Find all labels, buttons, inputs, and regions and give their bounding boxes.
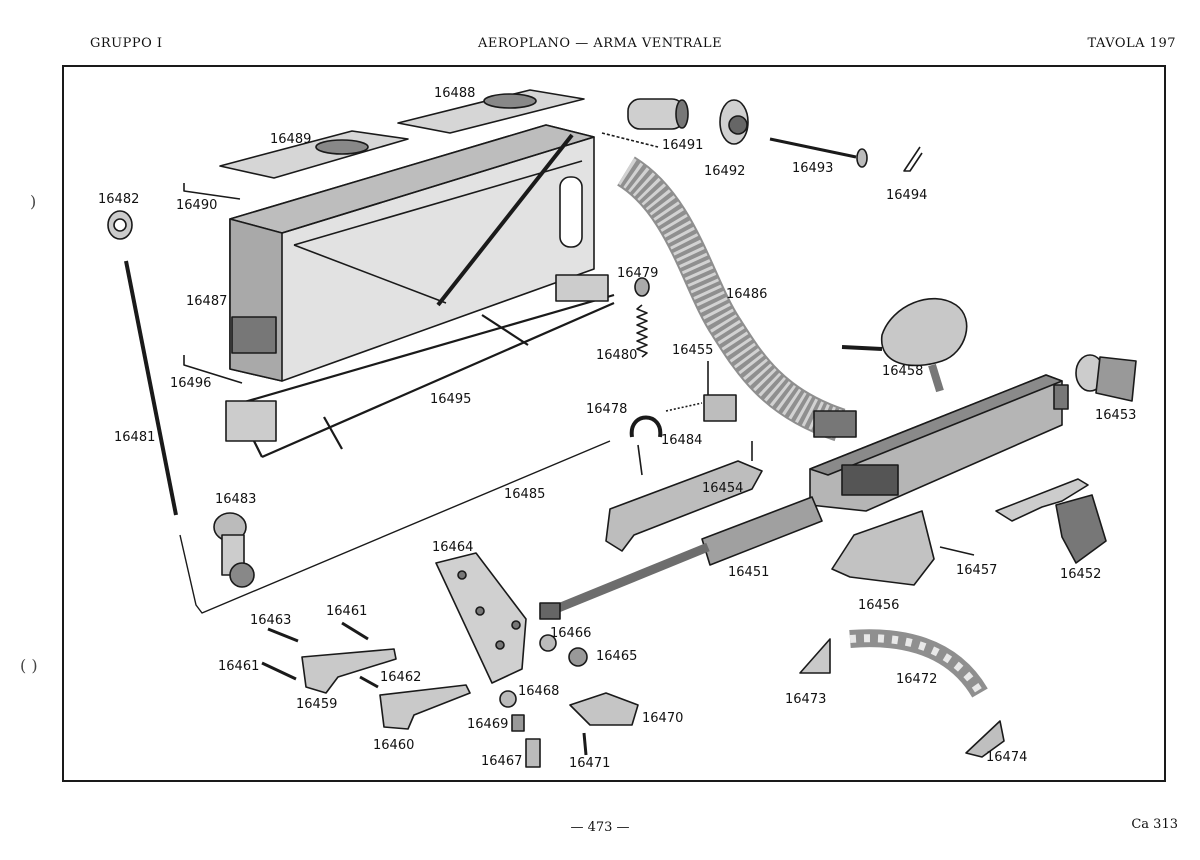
part-label: 16467	[481, 754, 523, 769]
fitting-16470	[569, 692, 639, 726]
long-rod-16481	[124, 260, 178, 516]
harness-16458	[841, 297, 968, 393]
part-label: 16472	[896, 672, 938, 687]
part-label: 16495	[430, 392, 472, 407]
scan-mark-bottom: ( )	[20, 656, 38, 675]
lid-plate-left	[219, 130, 409, 179]
part-label: 16459	[296, 697, 338, 712]
mount-16454	[605, 441, 763, 552]
part-label: 16470	[642, 711, 684, 726]
part-label: 16471	[569, 756, 611, 771]
part-label: 16492	[704, 164, 746, 179]
pin-16467	[525, 738, 541, 768]
part-label: 16462	[380, 670, 422, 685]
part-label: 16481	[114, 430, 156, 445]
exploded-parts-drawing	[107, 89, 1137, 768]
part-label: 16460	[373, 738, 415, 753]
part-label: 16487	[186, 294, 228, 309]
part-label: 16479	[617, 266, 659, 281]
part-label: 16469	[467, 717, 509, 732]
grip-16453	[1075, 354, 1137, 402]
bolt-16471	[582, 732, 588, 756]
screw-16484	[665, 402, 703, 412]
bent-rod-16490	[183, 183, 241, 200]
part-label: 16454	[702, 481, 744, 496]
handle-16452	[995, 478, 1107, 564]
pin-16494	[903, 146, 923, 172]
ammunition-box	[229, 124, 595, 382]
plate-frame	[62, 65, 1166, 782]
scan-mark-top: )	[30, 192, 37, 211]
part-label: 16480	[596, 348, 638, 363]
bushing-16466	[539, 634, 557, 652]
part-label: 16461	[326, 604, 368, 619]
box-carrier-frame	[225, 274, 615, 459]
bent-rod-16496	[183, 355, 243, 384]
machine-gun-16451	[539, 374, 1069, 620]
bracket-16459	[301, 648, 397, 694]
spring-16480	[636, 304, 648, 358]
part-label: 16455	[672, 343, 714, 358]
nut-16479	[634, 277, 650, 297]
bracket-16474	[965, 720, 1005, 758]
washer-16469	[511, 714, 525, 732]
part-label: 16464	[432, 540, 474, 555]
part-label: 16457	[956, 563, 998, 578]
part-label: 16484	[661, 433, 703, 448]
bushing-16465	[568, 647, 588, 667]
clamp-16482	[107, 210, 133, 240]
bolt-16493	[769, 137, 868, 168]
part-label: 16485	[504, 487, 546, 502]
u-bracket-16478	[629, 415, 663, 438]
lid-plate-right	[397, 89, 585, 134]
nut-16468	[499, 690, 517, 708]
part-label: 16491	[662, 138, 704, 153]
bolt-16462	[359, 675, 379, 689]
part-label: 16461	[218, 659, 260, 674]
part-label: 16466	[550, 626, 592, 641]
cartridge-belt-links	[617, 158, 846, 440]
part-label: 16489	[270, 132, 312, 147]
part-label: 16465	[596, 649, 638, 664]
header-plate: TAVOLA 197	[1087, 36, 1176, 51]
belt-end-clip	[813, 410, 857, 438]
block-16455	[703, 394, 737, 422]
saddle-16456	[831, 510, 935, 586]
bolt-16461-lower	[261, 661, 297, 681]
part-label: 16473	[785, 692, 827, 707]
cylinder-16491	[601, 98, 689, 148]
part-label: 16468	[518, 684, 560, 699]
bolt-16463	[267, 627, 299, 643]
part-label: 16482	[98, 192, 140, 207]
cable-16485	[179, 440, 611, 614]
part-label: 16486	[726, 287, 768, 302]
header-title: AEROPLANO — ARMA VENTRALE	[477, 36, 723, 51]
part-label: 16474	[986, 750, 1028, 765]
part-label: 16488	[434, 86, 476, 101]
part-label: 16458	[882, 364, 924, 379]
part-label: 16493	[792, 161, 834, 176]
part-label: 16452	[1060, 567, 1102, 582]
part-label: 16456	[858, 598, 900, 613]
bracket-plate-16464	[435, 552, 527, 684]
part-label: 16496	[170, 376, 212, 391]
plate-code: Ca 313	[1131, 817, 1178, 832]
part-label: 16494	[886, 188, 928, 203]
page-number: — 473 —	[570, 820, 630, 835]
bolt-16461-upper	[341, 621, 369, 641]
part-label: 16490	[176, 198, 218, 213]
part-label: 16453	[1095, 408, 1137, 423]
part-label: 16463	[250, 613, 292, 628]
part-label: 16483	[215, 492, 257, 507]
screw-16457	[939, 546, 975, 556]
part-label: 16451	[728, 565, 770, 580]
part-label: 16478	[586, 402, 628, 417]
bracket-16483	[213, 512, 255, 588]
bracket-16460	[379, 684, 471, 730]
bracket-16473	[799, 638, 831, 674]
header-group: GRUPPO I	[90, 36, 163, 51]
flange-16492	[719, 99, 749, 145]
